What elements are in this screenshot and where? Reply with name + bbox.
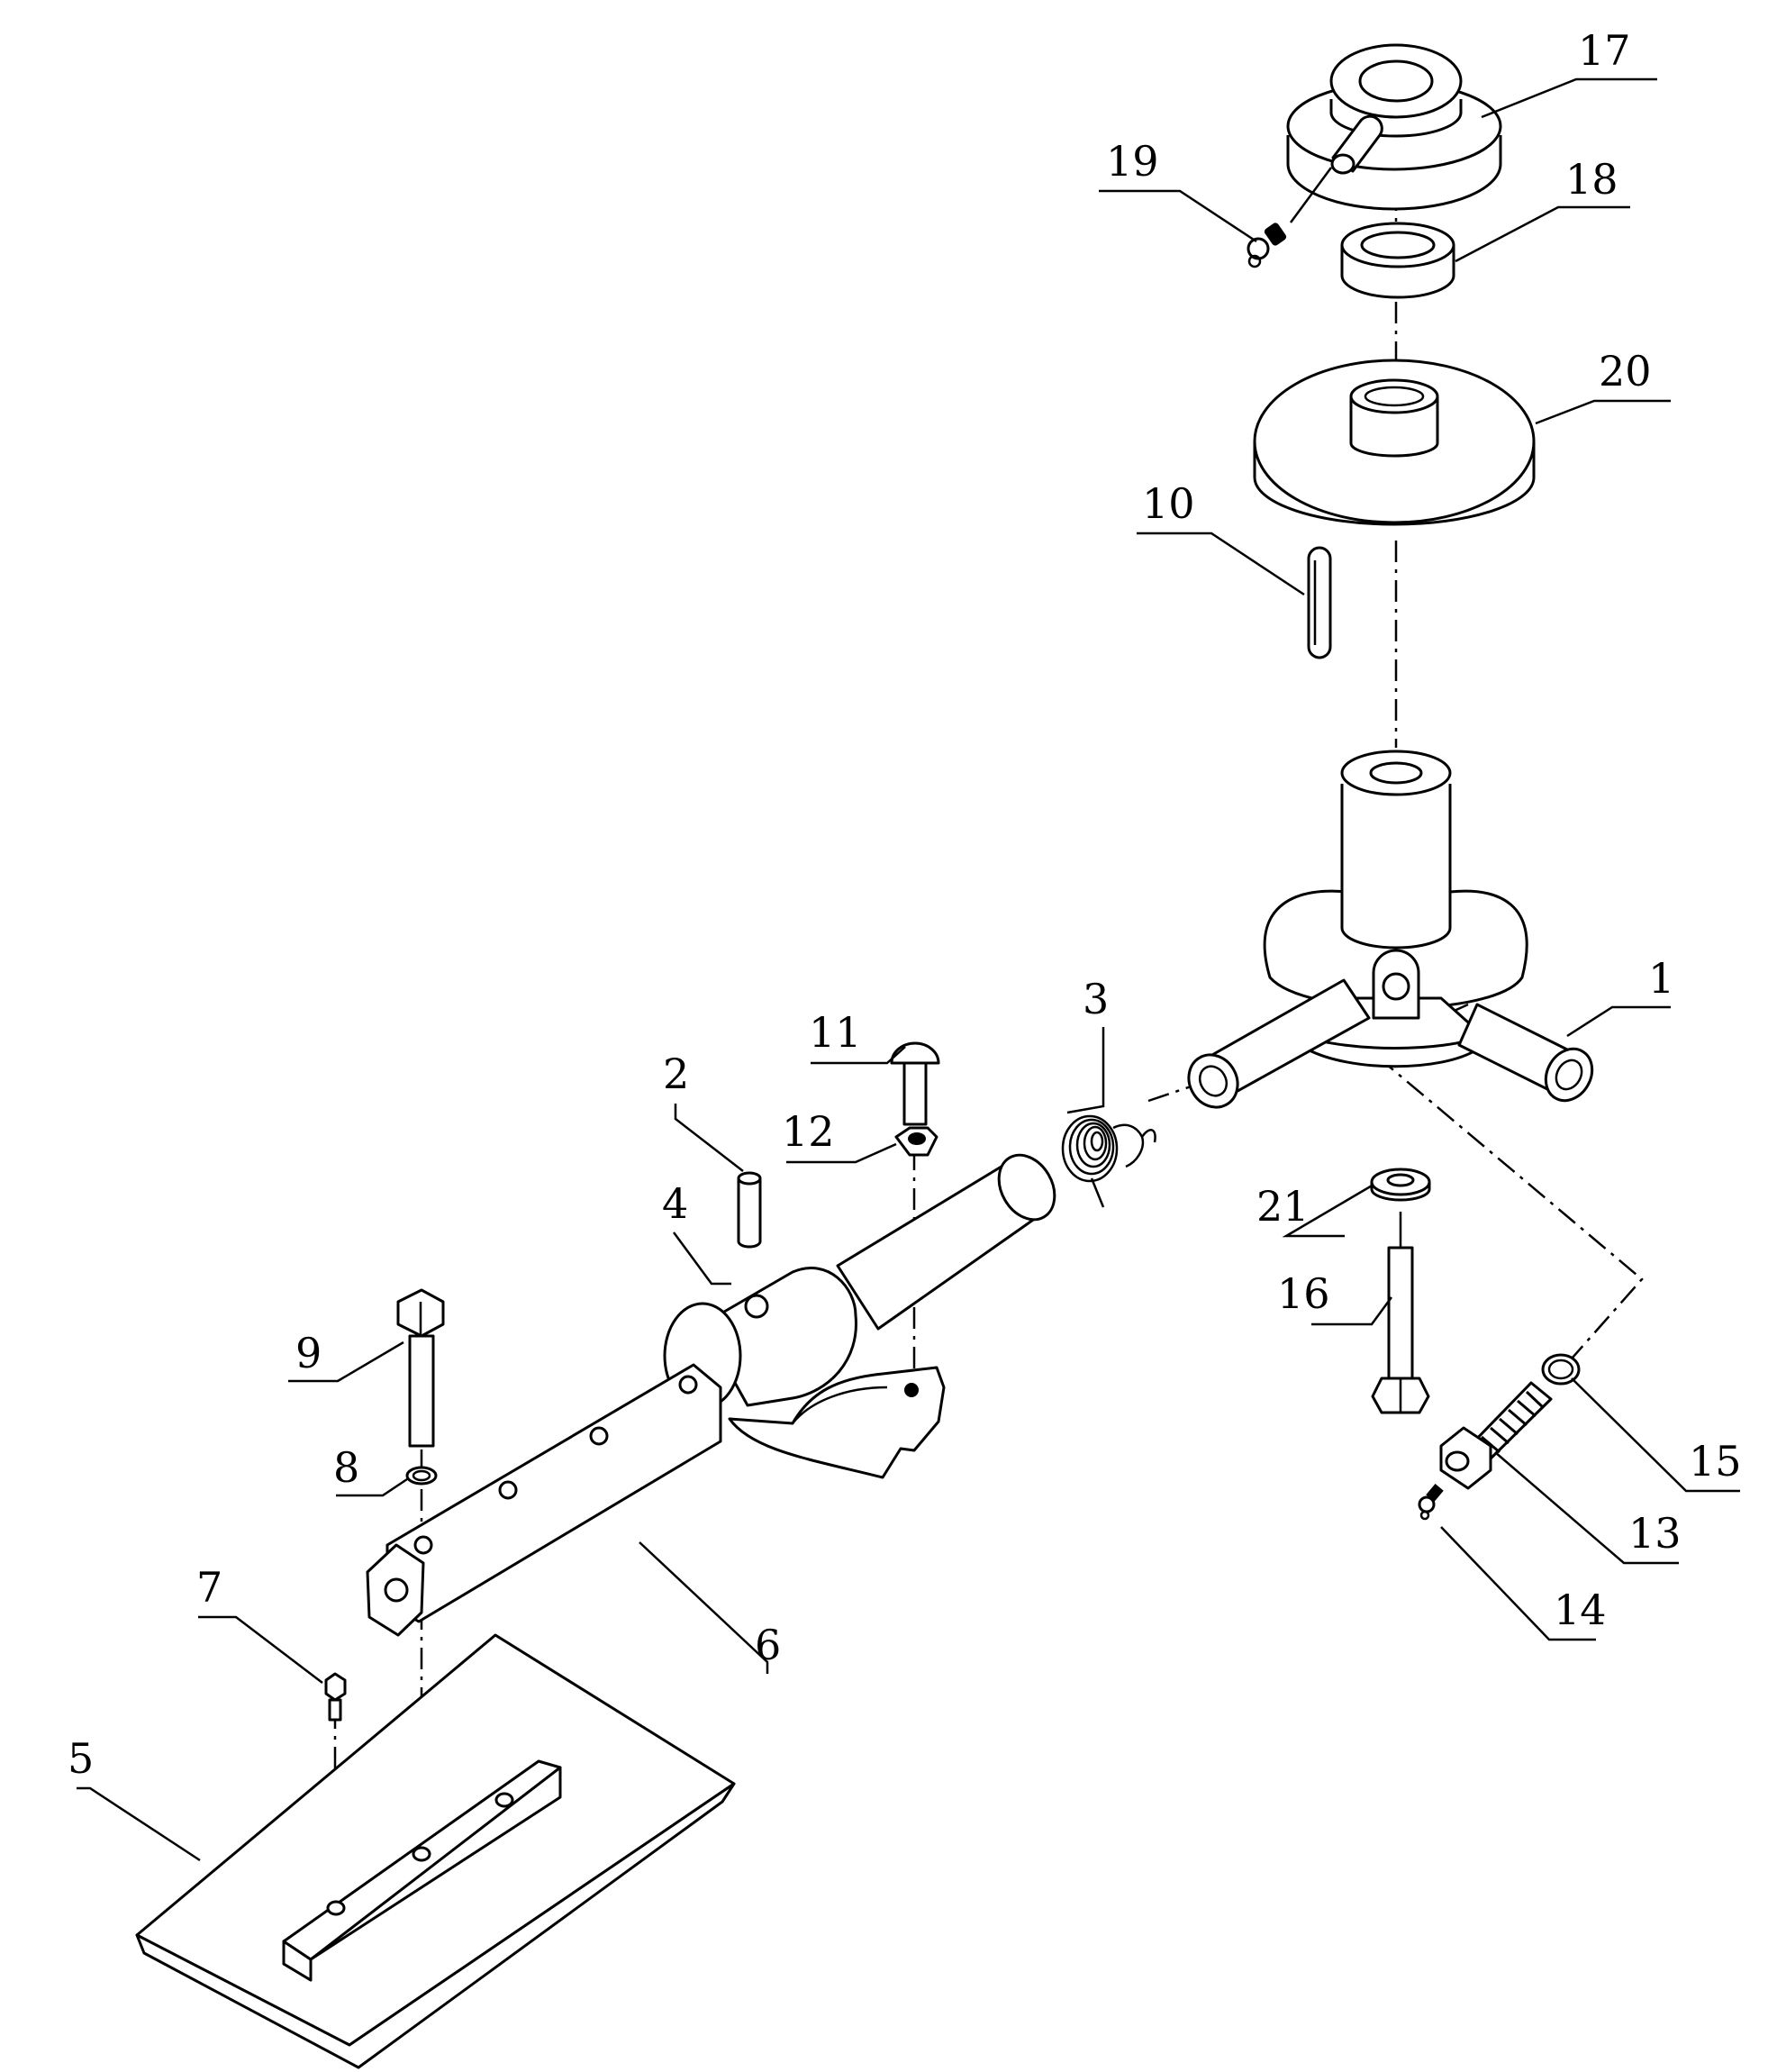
callout-11: 11 [809, 1008, 862, 1057]
leader-lines [77, 77, 1740, 1862]
part-6-arm [366, 1153, 1056, 1637]
callout-7: 7 [196, 1563, 222, 1612]
callout-16: 16 [1277, 1269, 1330, 1318]
part-10-key [1307, 546, 1332, 659]
part-2-pin [737, 1171, 762, 1249]
callout-20: 20 [1599, 347, 1652, 395]
part-1-pivot-base [1187, 750, 1594, 1109]
callout-10: 10 [1142, 479, 1195, 528]
part-19-grease-fitting [1247, 223, 1287, 268]
part-18-bushing [1340, 222, 1455, 299]
callout-12: 12 [782, 1107, 835, 1156]
callout-9: 9 [295, 1329, 322, 1377]
callout-1: 1 [1648, 954, 1674, 1003]
part-7-bolt [324, 1672, 347, 1722]
part-8-washer [405, 1466, 438, 1486]
callout-3: 3 [1083, 975, 1109, 1023]
part-9-bolt [396, 1288, 445, 1448]
callout-21: 21 [1256, 1182, 1310, 1231]
callout-8: 8 [333, 1443, 359, 1492]
callout-17: 17 [1578, 26, 1631, 75]
callout-2: 2 [663, 1050, 689, 1098]
part-12-nut [894, 1126, 938, 1157]
part-21-washer [1370, 1168, 1431, 1202]
callout-4: 4 [662, 1179, 688, 1228]
callout-14: 14 [1554, 1586, 1607, 1634]
callout-13: 13 [1628, 1509, 1682, 1558]
part-14-grease-fitting [1418, 1484, 1444, 1521]
part-5-blade [135, 1633, 736, 2069]
part-15-o-ring [1541, 1353, 1581, 1386]
callout-5: 5 [68, 1734, 94, 1783]
callout-15: 15 [1689, 1437, 1742, 1486]
callout-19: 19 [1106, 137, 1159, 186]
part-20-plate [1253, 359, 1536, 526]
callout-labels: 17 19 18 20 10 1 3 11 2 12 4 21 16 9 15 … [68, 26, 1742, 1783]
callout-6: 6 [755, 1621, 781, 1669]
part-3-spring [1061, 1114, 1156, 1208]
part-17-cap [1286, 43, 1502, 223]
callout-18: 18 [1565, 155, 1618, 204]
part-11-bolt [890, 1041, 940, 1126]
part-16-bolt [1371, 1212, 1430, 1414]
part-13-adjusting-screw [1439, 1381, 1553, 1490]
